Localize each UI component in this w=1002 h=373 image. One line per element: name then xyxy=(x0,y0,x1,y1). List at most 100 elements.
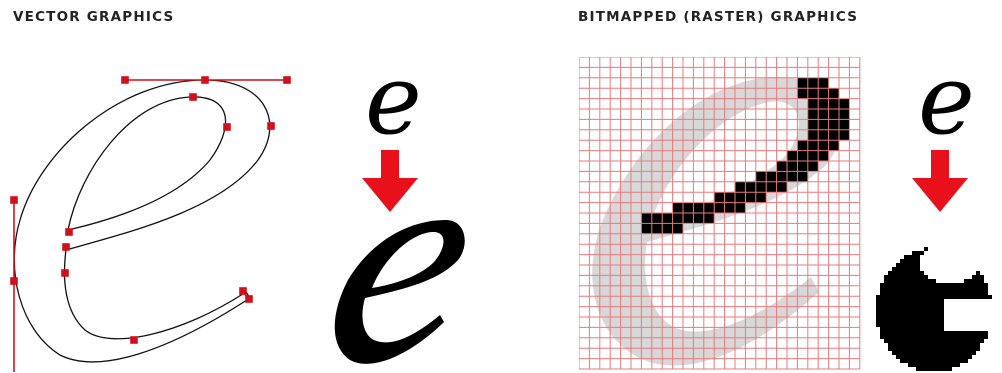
jagged-pixel xyxy=(912,327,916,331)
jagged-pixel xyxy=(908,347,912,351)
jagged-pixel xyxy=(944,295,948,299)
jagged-pixel xyxy=(908,331,912,335)
jagged-pixel xyxy=(952,283,956,287)
jagged-pixel xyxy=(900,323,904,327)
filled-pixel xyxy=(818,78,828,88)
jagged-pixel xyxy=(908,295,912,299)
jagged-pixel xyxy=(924,367,928,371)
jagged-pixel xyxy=(928,335,932,339)
jagged-pixel xyxy=(948,331,952,335)
jagged-pixel xyxy=(924,323,928,327)
filled-pixel xyxy=(652,213,662,223)
filled-pixel xyxy=(735,192,745,202)
jagged-pixel xyxy=(976,275,980,279)
filled-pixel xyxy=(808,161,818,171)
jagged-pixel xyxy=(964,359,968,363)
jagged-pixel xyxy=(924,343,928,347)
jagged-pixel xyxy=(968,287,972,291)
anchor-point xyxy=(190,94,196,100)
jagged-pixel xyxy=(908,327,912,331)
jagged-pixel xyxy=(900,331,904,335)
jagged-pixel xyxy=(900,283,904,287)
jagged-pixel xyxy=(908,303,912,307)
anchor-point xyxy=(11,278,17,284)
jagged-pixel xyxy=(944,339,948,343)
jagged-pixel xyxy=(932,303,936,307)
jagged-pixel xyxy=(988,295,992,299)
jagged-pixel xyxy=(956,295,960,299)
jagged-pixel xyxy=(904,259,908,263)
jagged-pixel xyxy=(928,331,932,335)
jagged-pixel xyxy=(952,331,956,335)
jagged-pixel xyxy=(980,295,984,299)
filled-pixel xyxy=(735,203,745,213)
filled-pixel xyxy=(641,213,651,223)
jagged-pixel xyxy=(920,363,924,367)
jagged-pixel xyxy=(916,343,920,347)
jagged-pixel xyxy=(960,335,964,339)
filled-pixel xyxy=(745,192,755,202)
jagged-pixel xyxy=(936,323,940,327)
filled-pixel xyxy=(673,213,683,223)
filled-pixel xyxy=(641,223,651,233)
jagged-pixel xyxy=(908,335,912,339)
anchor-point xyxy=(66,229,72,235)
jagged-pixel xyxy=(900,263,904,267)
jagged-pixel xyxy=(948,359,952,363)
jagged-pixel xyxy=(896,291,900,295)
jagged-pixel xyxy=(884,303,888,307)
jagged-pixel xyxy=(908,271,912,275)
jagged-pixel xyxy=(884,275,888,279)
jagged-pixel xyxy=(916,295,920,299)
jagged-pixel xyxy=(920,319,924,323)
jagged-pixel xyxy=(924,363,928,367)
jagged-pixel xyxy=(884,339,888,343)
jagged-pixel xyxy=(936,335,940,339)
jagged-pixel xyxy=(888,295,892,299)
filled-pixel xyxy=(829,99,839,109)
filled-pixel xyxy=(829,109,839,119)
filled-pixel xyxy=(818,140,828,150)
jagged-pixel xyxy=(892,271,896,275)
jagged-pixel xyxy=(924,359,928,363)
jagged-pixel xyxy=(936,311,940,315)
filled-pixel xyxy=(829,88,839,98)
jagged-pixel xyxy=(920,291,924,295)
jagged-pixel xyxy=(968,351,972,355)
ghost-letter-e xyxy=(592,77,839,366)
jagged-pixel xyxy=(916,339,920,343)
jagged-pixel xyxy=(920,299,924,303)
jagged-pixel xyxy=(952,347,956,351)
jagged-pixel xyxy=(912,279,916,283)
jagged-pixel xyxy=(968,291,972,295)
vector-large-e xyxy=(320,210,480,370)
jagged-pixel xyxy=(888,319,892,323)
jagged-pixel xyxy=(980,291,984,295)
jagged-pixel xyxy=(936,295,940,299)
jagged-pixel xyxy=(956,355,960,359)
anchor-point xyxy=(202,77,208,83)
jagged-pixel xyxy=(896,319,900,323)
jagged-pixel xyxy=(944,367,948,371)
jagged-pixel xyxy=(904,279,908,283)
filled-pixel xyxy=(777,171,787,181)
jagged-pixel xyxy=(892,339,896,343)
raster-jagged-e xyxy=(872,215,1002,373)
jagged-pixel xyxy=(896,343,900,347)
jagged-pixel xyxy=(964,279,968,283)
jagged-pixel xyxy=(928,355,932,359)
jagged-pixel xyxy=(932,299,936,303)
jagged-pixel xyxy=(880,311,884,315)
jagged-pixel xyxy=(884,307,888,311)
jagged-pixel xyxy=(892,291,896,295)
jagged-pixel xyxy=(920,271,924,275)
raster-small-e: e xyxy=(918,52,975,148)
jagged-pixel xyxy=(940,335,944,339)
jagged-pixel xyxy=(936,287,940,291)
filled-pixel xyxy=(818,109,828,119)
jagged-pixel xyxy=(944,363,948,367)
jagged-pixel xyxy=(976,291,980,295)
anchor-point xyxy=(62,270,68,276)
jagged-pixel xyxy=(984,331,988,335)
jagged-pixel xyxy=(900,279,904,283)
